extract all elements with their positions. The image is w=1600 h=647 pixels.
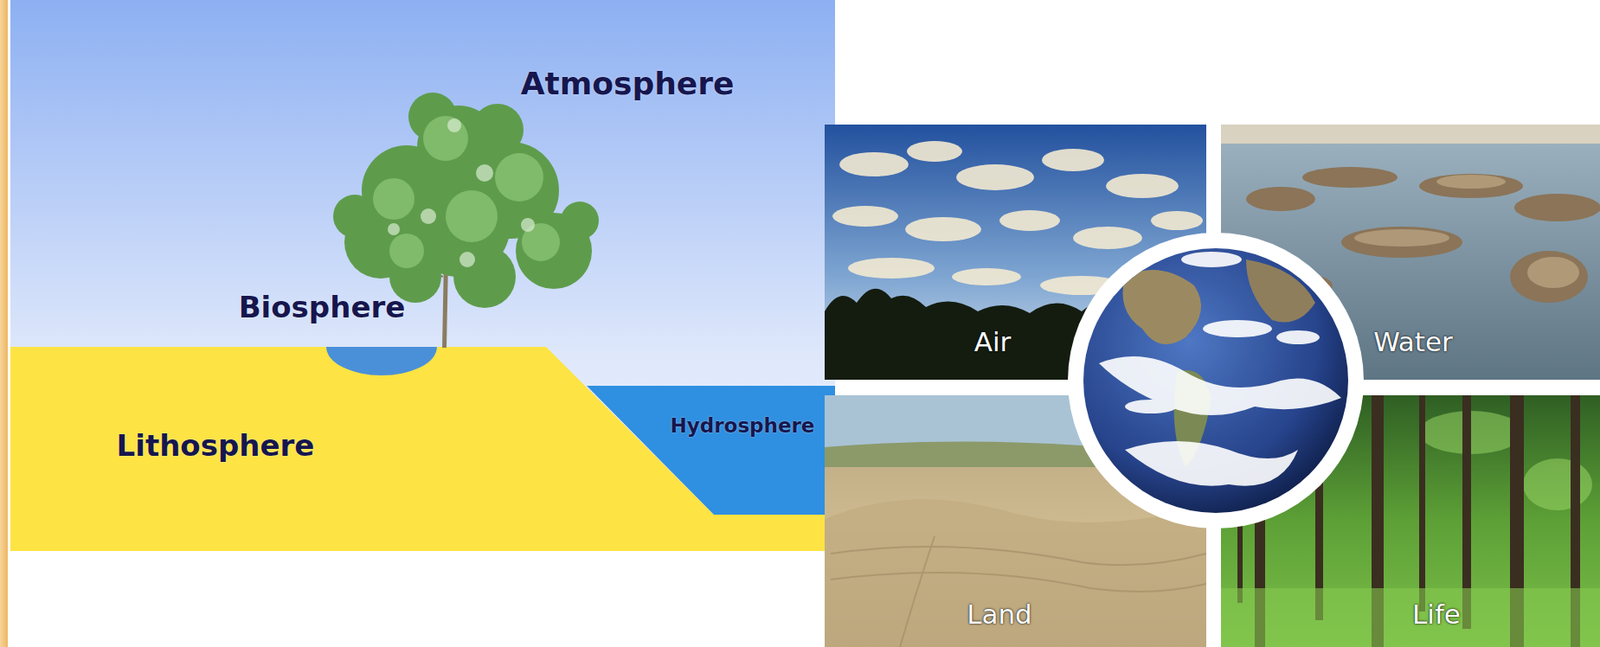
sphere-label: Hydrosphere [670, 415, 816, 437]
photo-label: Air [974, 327, 1012, 357]
photo-label: Life [1412, 599, 1461, 630]
photo-label: Land [966, 599, 1033, 630]
sphere-label: Lithosphere [116, 430, 315, 463]
sphere-label: Atmosphere [520, 66, 735, 102]
sphere-label: Biosphere [238, 291, 406, 324]
photo-label: Water [1373, 327, 1453, 357]
